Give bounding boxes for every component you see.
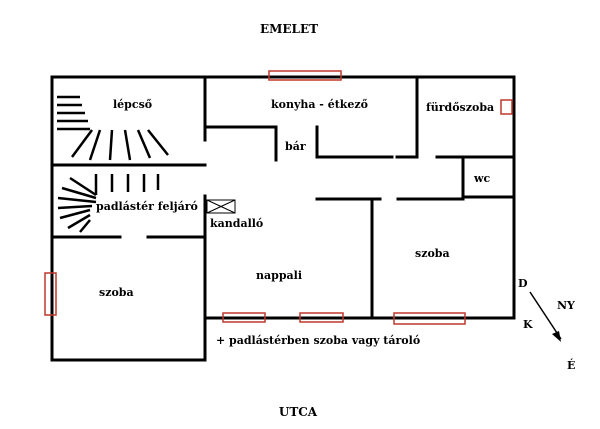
window-kitchen xyxy=(268,70,342,81)
window-left-room xyxy=(44,272,57,316)
label-kitchen: konyha - étkező xyxy=(271,98,368,111)
windows xyxy=(44,70,513,325)
window-living-1 xyxy=(222,312,266,323)
label-fireplace: kandalló xyxy=(210,217,263,230)
compass-d: D xyxy=(518,277,528,290)
window-right-room xyxy=(393,312,466,325)
title-emelet: EMELET xyxy=(260,22,318,36)
compass-ny: NY xyxy=(557,299,575,312)
compass-arrow xyxy=(529,291,562,340)
label-bathroom: fürdőszoba xyxy=(426,101,494,114)
outer-walls xyxy=(50,75,516,362)
fireplace-symbol xyxy=(206,199,236,214)
title-utca: UTCA xyxy=(279,405,318,419)
compass-k: K xyxy=(523,318,533,331)
staircase-attic xyxy=(57,174,160,233)
interior-walls xyxy=(50,75,516,320)
label-attic-stairs: padlástér feljáró xyxy=(96,200,198,213)
label-bar: bár xyxy=(285,140,306,153)
label-living: nappali xyxy=(256,269,302,282)
compass: D NY K É xyxy=(518,277,575,372)
label-stairs: lépcső xyxy=(113,98,152,111)
window-bathroom xyxy=(500,99,513,115)
note-attic: + padlástérben szoba vagy tároló xyxy=(216,334,420,347)
compass-e: É xyxy=(567,358,575,372)
staircase-main xyxy=(57,95,169,161)
compass-arrowhead xyxy=(552,331,561,342)
label-room-right: szoba xyxy=(415,247,450,260)
label-room-left: szoba xyxy=(99,286,134,299)
label-wc: wc xyxy=(473,172,490,185)
window-living-2 xyxy=(299,312,344,323)
